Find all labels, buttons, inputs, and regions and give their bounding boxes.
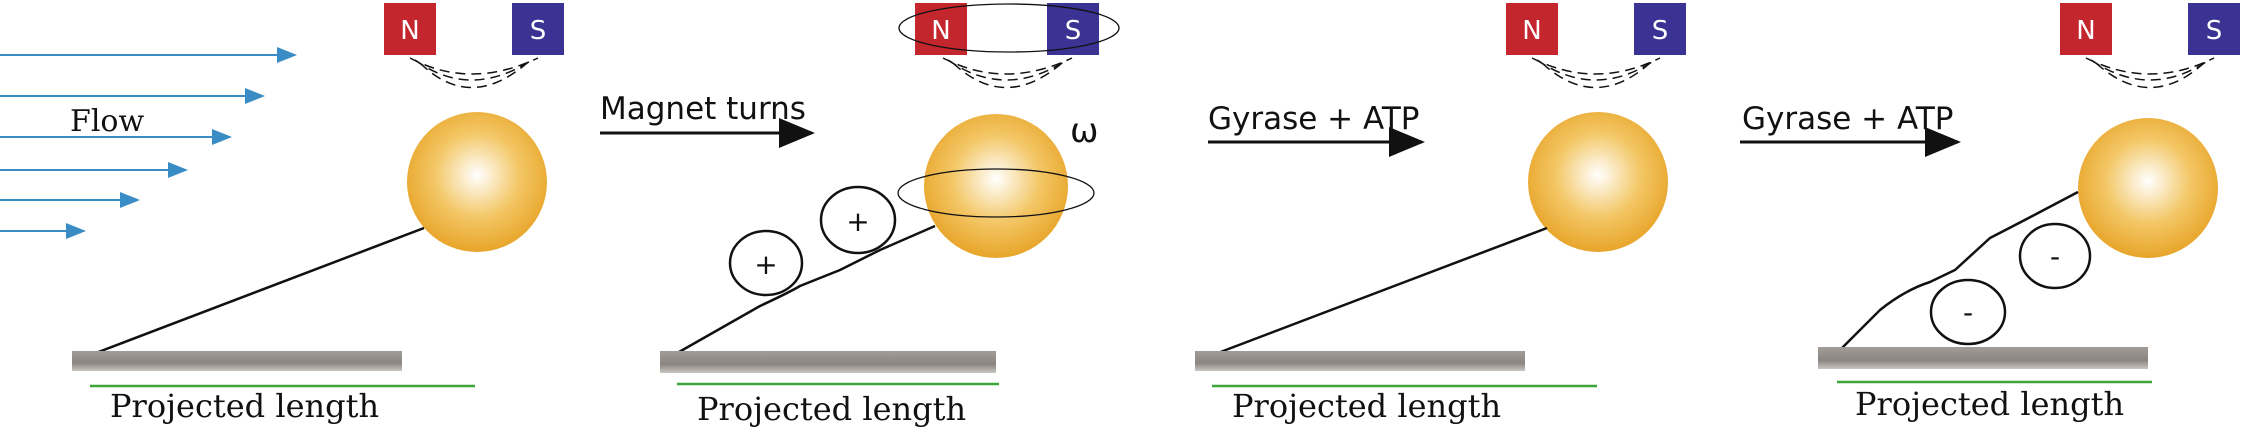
step-label: Gyrase + ATP bbox=[1742, 101, 1953, 137]
magnet-south-label: S bbox=[530, 16, 547, 46]
panel-2-magnet-turns: Magnet turns N S ω + + Projected le bbox=[600, 3, 1120, 428]
magnet-north bbox=[384, 3, 436, 55]
projected-length-label: Projected length bbox=[110, 387, 379, 425]
plectoneme-plus: + bbox=[728, 229, 804, 297]
field-lines bbox=[942, 57, 1073, 89]
glass-surface bbox=[1818, 347, 2148, 369]
omega-label: ω bbox=[1070, 111, 1098, 151]
dna-tether-supercoiled bbox=[671, 224, 936, 358]
dna-tether bbox=[1209, 226, 1548, 358]
plectoneme-plus: + bbox=[819, 185, 897, 255]
dna-tether bbox=[87, 226, 425, 358]
projected-length-label: Projected length bbox=[697, 390, 966, 428]
glass-surface bbox=[72, 351, 402, 371]
minus-sign: - bbox=[2050, 240, 2060, 273]
bead bbox=[924, 114, 1068, 258]
projected-length-label: Projected length bbox=[1232, 387, 1501, 425]
magnet-1: N S bbox=[384, 3, 564, 89]
projected-length-label: Projected length bbox=[1855, 385, 2124, 423]
step-label: Magnet turns bbox=[600, 91, 806, 127]
rotation-ellipse bbox=[898, 3, 1120, 53]
magnet-north-label: N bbox=[2076, 16, 2095, 46]
field-lines bbox=[1531, 57, 1661, 89]
bead bbox=[1528, 112, 1668, 252]
magnet-2: N S bbox=[898, 3, 1120, 89]
plectoneme-minus: - bbox=[1929, 278, 2007, 346]
bead-rotation-ellipse bbox=[897, 168, 1095, 218]
magnet-4: N S bbox=[2060, 3, 2240, 89]
magnet-north bbox=[2060, 3, 2112, 55]
plectoneme-minus: - bbox=[2018, 222, 2092, 290]
magnet-south bbox=[2188, 3, 2240, 55]
minus-sign: - bbox=[1963, 296, 1973, 329]
plus-sign: + bbox=[846, 205, 869, 238]
field-lines bbox=[409, 57, 539, 89]
bead bbox=[407, 112, 547, 252]
panel-1-flow: Flow N S Projected length bbox=[0, 3, 564, 425]
panel-3-gyrase-atp: Gyrase + ATP N S Projected length bbox=[1195, 3, 1686, 425]
magnet-north-label: N bbox=[1522, 16, 1541, 46]
magnet-3: N S bbox=[1506, 3, 1686, 89]
glass-surface bbox=[660, 351, 996, 373]
plus-sign: + bbox=[754, 248, 777, 281]
magnet-north bbox=[1506, 3, 1558, 55]
flow-label: Flow bbox=[70, 104, 144, 139]
magnet-south-label: S bbox=[1652, 16, 1669, 46]
glass-surface bbox=[1195, 351, 1525, 371]
magnet-south-label: S bbox=[2206, 16, 2223, 46]
bead bbox=[2078, 118, 2218, 258]
magnet-north-label: N bbox=[931, 16, 950, 46]
panel-4-gyrase-atp: Gyrase + ATP N S - - Projected length bbox=[1740, 3, 2240, 423]
magnet-south bbox=[1634, 3, 1686, 55]
step-label: Gyrase + ATP bbox=[1208, 101, 1419, 137]
magnet-north-label: N bbox=[400, 16, 419, 46]
dna-tether-supercoiled bbox=[1837, 190, 2079, 353]
magnet-south-label: S bbox=[1065, 16, 1082, 46]
flow-arrows bbox=[0, 47, 297, 239]
field-lines bbox=[2085, 57, 2215, 89]
magnet-south bbox=[512, 3, 564, 55]
